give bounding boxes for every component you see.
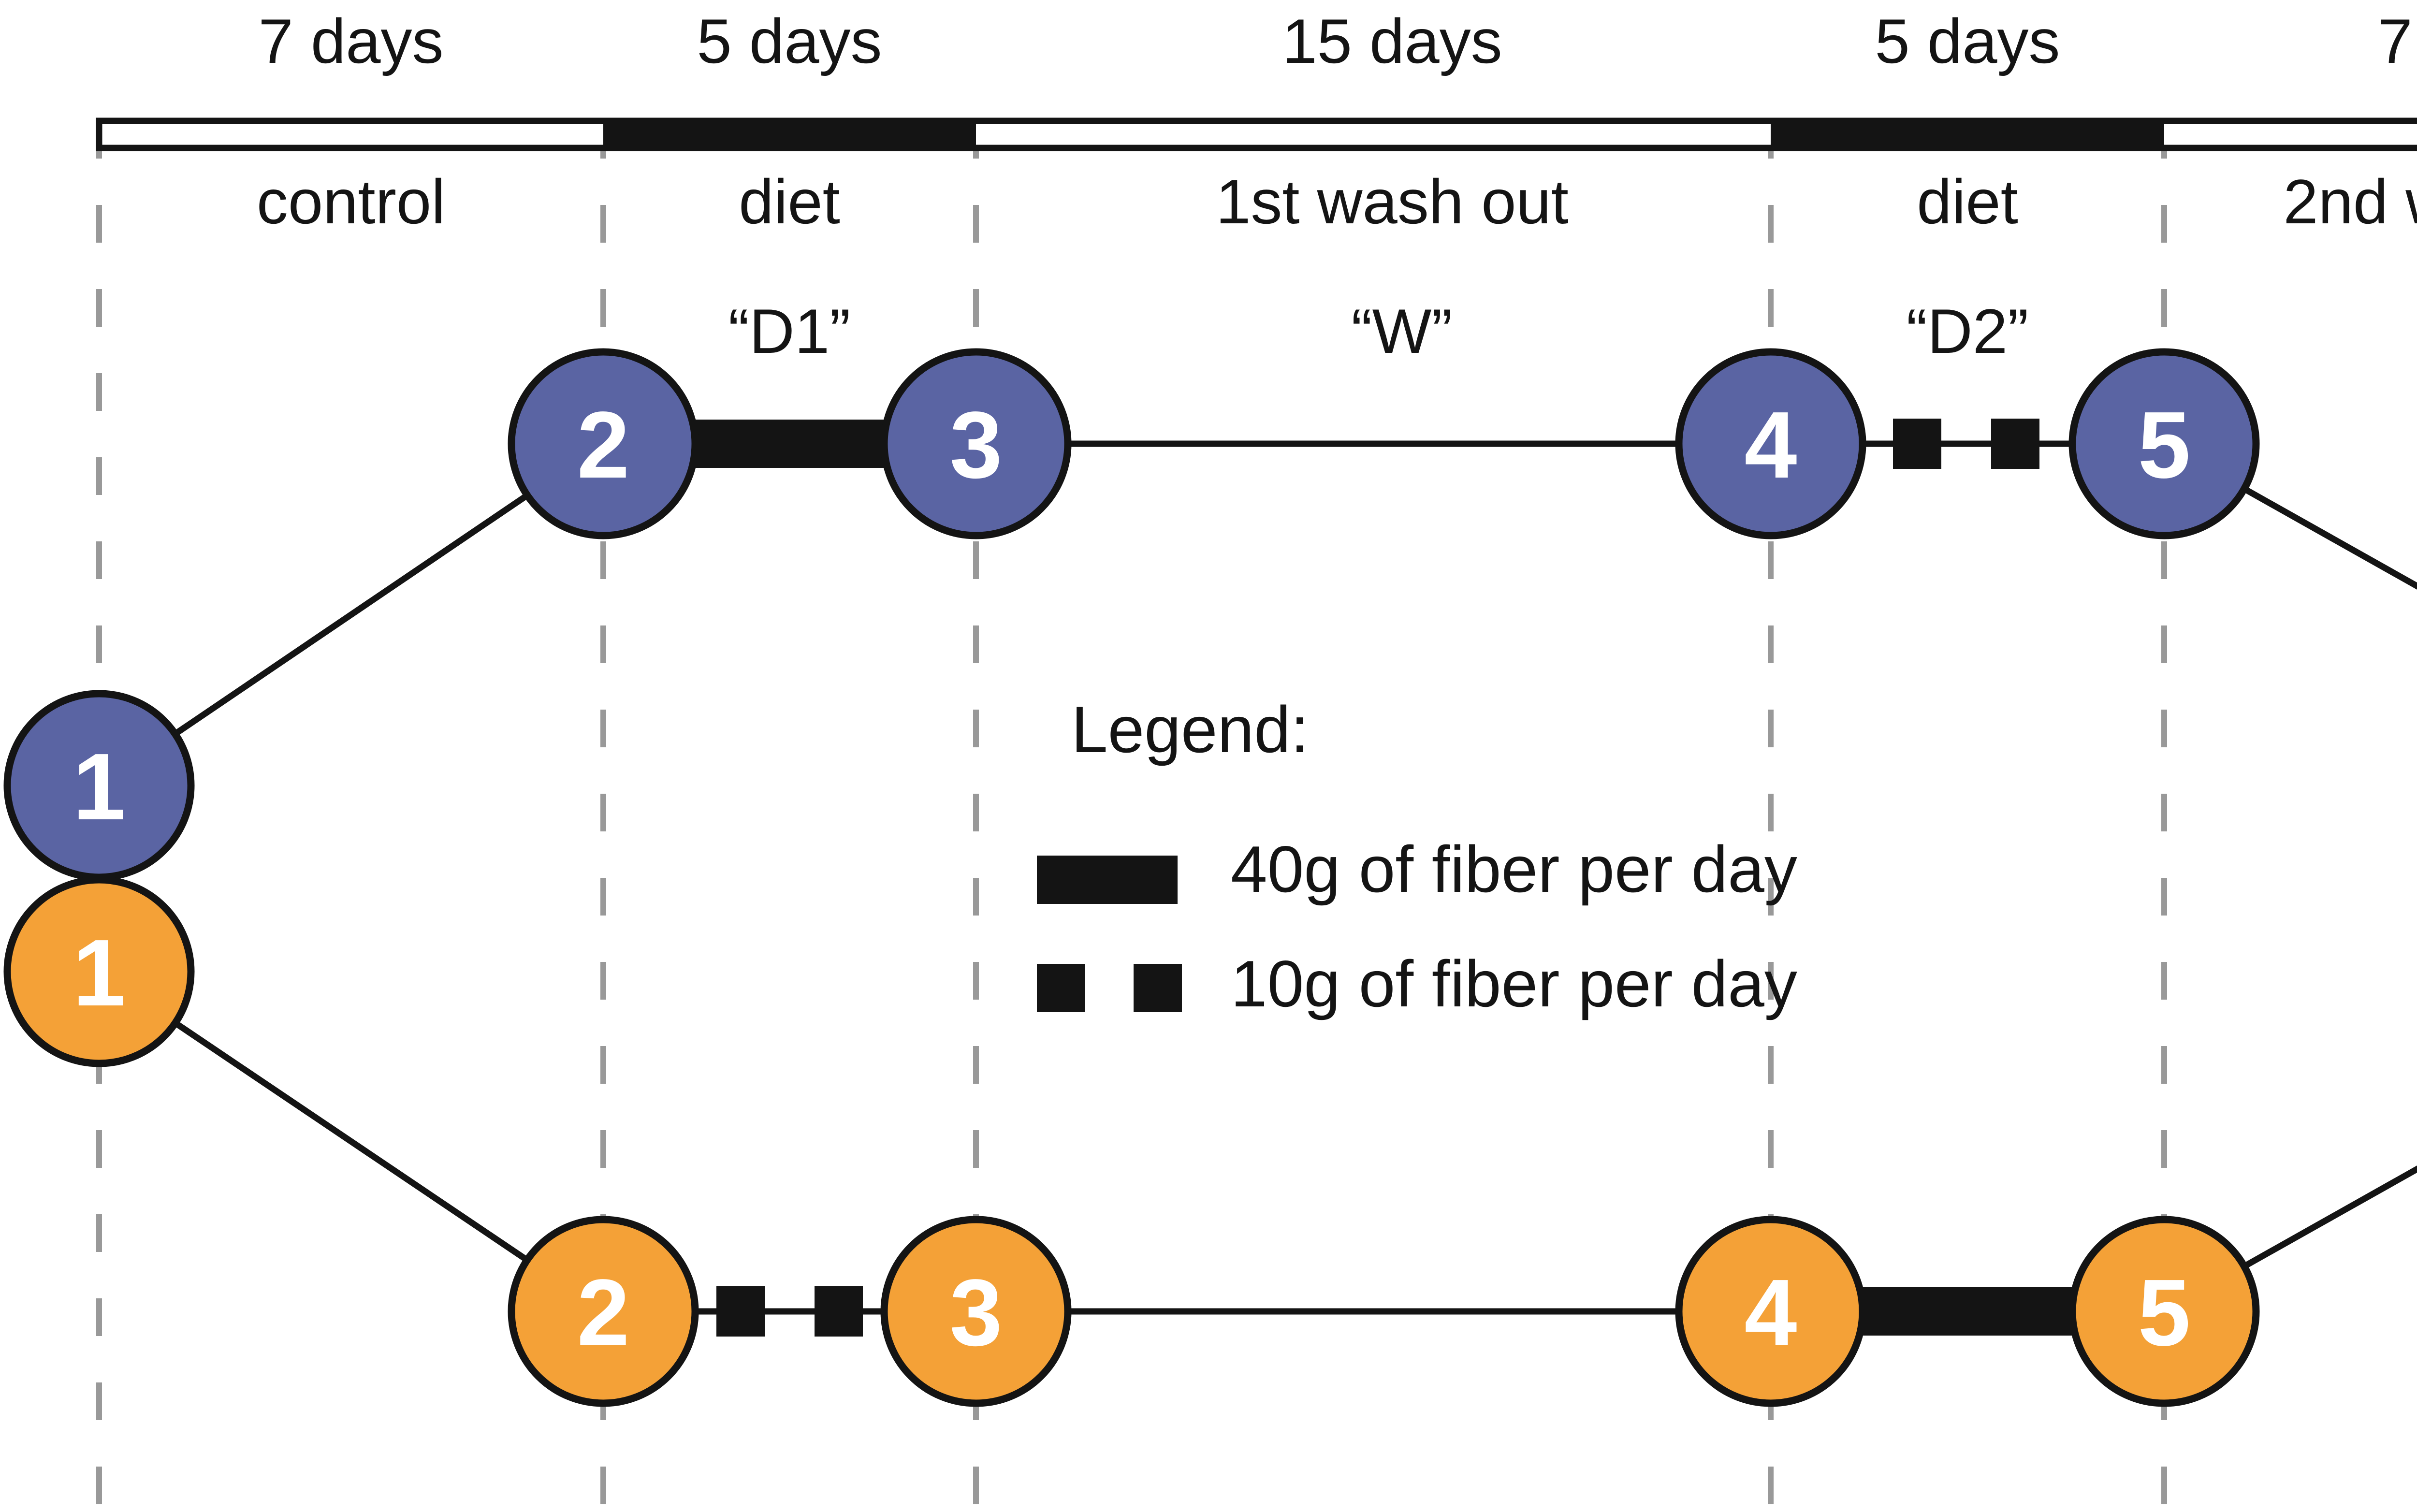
node-number-blue-4: 4 xyxy=(1744,392,1797,498)
node-circle-orange-3 xyxy=(880,1216,1072,1407)
node-number-orange-3: 3 xyxy=(949,1260,1002,1366)
fiber-10g-square-orange-a xyxy=(716,1286,765,1337)
node-circle-blue-2 xyxy=(508,348,699,539)
phase-label-washout1: 1st wash out xyxy=(1216,166,1569,237)
interval-code-D2: “D2” xyxy=(1907,296,2029,366)
fiber-10g-squares xyxy=(716,419,2039,1337)
legend-10g-square-swatch-b xyxy=(1134,964,1182,1012)
orange-arm-nodes xyxy=(3,876,2260,1407)
node-circle-blue-4 xyxy=(1675,348,1866,539)
node-number-blue-3: 3 xyxy=(949,392,1002,498)
node-number-blue-2: 2 xyxy=(577,392,629,498)
orange-arm-connector-1-2 xyxy=(97,969,605,1314)
fiber-10g-square-blue-b xyxy=(1991,419,2039,469)
interval-code-W: “W” xyxy=(1351,296,1452,366)
timeline-bar xyxy=(96,117,2417,151)
duration-label-control: 7 days xyxy=(258,6,443,76)
fiber-10g-square-blue-a xyxy=(1893,419,1941,469)
blue-arm-nodes xyxy=(3,348,2260,881)
legend-item-label-10g: 10g of fiber per day xyxy=(1231,947,1797,1020)
node-circle-orange-2 xyxy=(508,1216,699,1407)
legend-40g-bar-swatch xyxy=(1037,856,1178,904)
phase-labels: control diet 1st wash out diet 2nd wash … xyxy=(257,166,2417,237)
duration-label-washout2: 7 days xyxy=(2377,6,2417,76)
interval-code-D1: “D1” xyxy=(728,296,851,366)
fiber-40g-bars xyxy=(695,420,2072,1336)
blue-arm-connector-5-6 xyxy=(2162,441,2417,590)
fiber-40g-bar-orange-4-5 xyxy=(1863,1287,2072,1336)
node-circle-orange-4 xyxy=(1675,1216,1866,1407)
node-numbers: 1 2 3 4 5 6 1 2 3 4 5 6 xyxy=(73,392,2190,1366)
phase-label-washout2: 2nd wash out xyxy=(2283,166,2417,237)
node-circle-blue-3 xyxy=(880,348,1072,539)
interval-code-labels: “D1” “W” “D2” xyxy=(728,296,2029,366)
blue-arm-connector-1-2 xyxy=(97,441,605,788)
node-number-blue-1: 1 xyxy=(73,734,125,840)
legend: Legend: 40g of fiber per day 10g of fibe… xyxy=(1037,693,1797,1020)
legend-item-label-40g: 40g of fiber per day xyxy=(1231,832,1797,906)
duration-label-diet1: 5 days xyxy=(697,6,882,76)
fiber-10g-square-orange-b xyxy=(815,1286,863,1337)
phase-label-control: control xyxy=(257,166,445,237)
duration-label-washout1: 15 days xyxy=(1282,6,1502,76)
legend-10g-square-swatch-a xyxy=(1037,964,1085,1012)
node-number-orange-4: 4 xyxy=(1744,1260,1797,1366)
duration-label-diet2: 5 days xyxy=(1875,6,2060,76)
legend-title: Legend: xyxy=(1071,693,1309,766)
node-circle-blue-5 xyxy=(2068,348,2260,539)
node-number-blue-5: 5 xyxy=(2138,392,2190,498)
node-number-orange-2: 2 xyxy=(577,1260,629,1366)
phase-label-diet1: diet xyxy=(739,166,840,237)
duration-labels: 7 days 5 days 15 days 5 days 7 days xyxy=(258,6,2417,76)
node-number-orange-5: 5 xyxy=(2138,1260,2190,1366)
fiber-40g-bar-blue-2-3 xyxy=(695,420,885,468)
node-circle-orange-5 xyxy=(2068,1216,2260,1407)
node-circle-orange-1 xyxy=(3,876,195,1067)
arm-connectors xyxy=(97,440,2417,1315)
phase-label-diet2: diet xyxy=(1917,166,2018,237)
node-number-orange-1: 1 xyxy=(73,920,125,1026)
timeline-bar-outline xyxy=(96,117,2417,151)
orange-arm-connector-5-6 xyxy=(2162,1165,2417,1314)
